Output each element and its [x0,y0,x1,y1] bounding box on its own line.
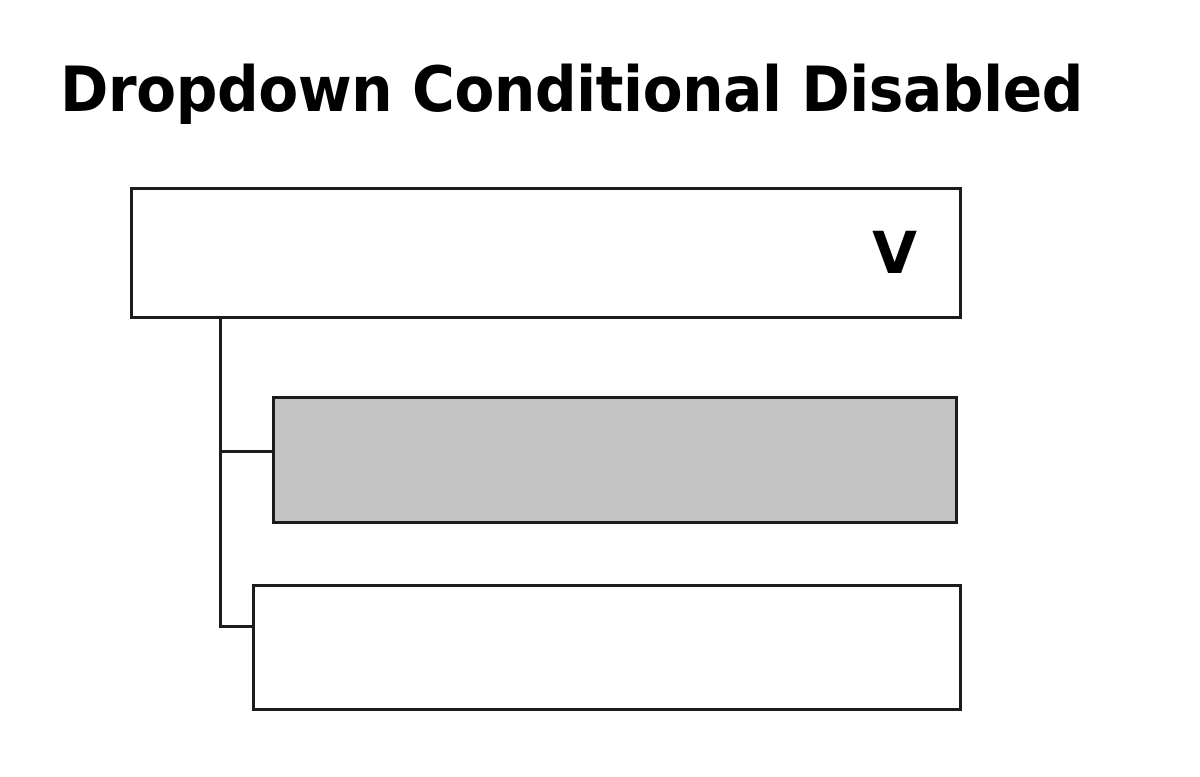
dropdown-option-disabled [272,396,958,524]
dropdown-option-enabled[interactable] [252,584,962,711]
dropdown-control[interactable]: V [130,187,962,319]
connector-branch-enabled [219,625,255,628]
connector-branch-disabled [219,450,275,453]
chevron-down-icon[interactable]: V [872,219,917,287]
page-title: Dropdown Conditional Disabled [60,53,1083,126]
connector-trunk [219,316,222,628]
